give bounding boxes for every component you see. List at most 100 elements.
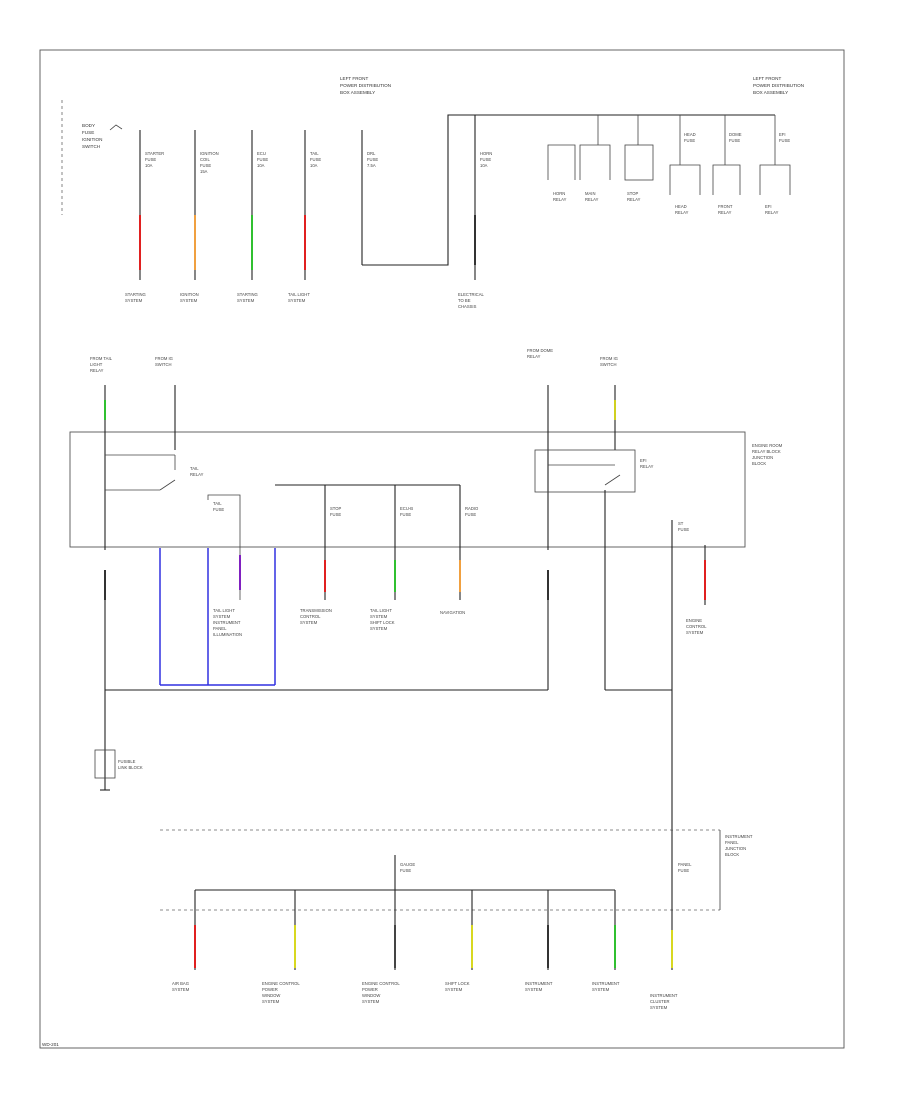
svg-text:SYSTEM: SYSTEM (370, 626, 388, 631)
svg-text:EFI: EFI (779, 132, 786, 137)
svg-text:LEFT FRONT: LEFT FRONT (753, 76, 781, 81)
svg-text:SYSTEM: SYSTEM (362, 999, 380, 1004)
svg-text:WINDOW: WINDOW (362, 993, 380, 998)
svg-text:FROM IG: FROM IG (155, 356, 173, 361)
svg-text:RELAY: RELAY (718, 210, 732, 215)
svg-text:ILLUMINATION: ILLUMINATION (213, 632, 242, 637)
svg-text:PANEL: PANEL (213, 626, 227, 631)
svg-text:FUSE: FUSE (200, 163, 211, 168)
svg-text:LINK BLOCK: LINK BLOCK (118, 765, 143, 770)
svg-text:TAIL: TAIL (310, 151, 319, 156)
svg-text:ST: ST (678, 521, 684, 526)
svg-text:RELAY: RELAY (90, 368, 104, 373)
svg-text:FROM DOME: FROM DOME (527, 348, 553, 353)
svg-text:CONTROL: CONTROL (686, 624, 707, 629)
svg-text:TAIL: TAIL (190, 466, 199, 471)
right-module-label: LEFT FRONT POWER DISTRIBUTION BOX ASSEMB… (753, 76, 804, 95)
svg-text:INSTRUMENT: INSTRUMENT (525, 981, 553, 986)
mid-wire-colors (104, 555, 706, 600)
svg-text:RELAY: RELAY (553, 197, 567, 202)
svg-text:FUSE: FUSE (729, 138, 740, 143)
svg-text:FRONT: FRONT (718, 204, 733, 209)
svg-text:FUSE: FUSE (684, 138, 695, 143)
svg-text:POWER DISTRIBUTION: POWER DISTRIBUTION (340, 83, 391, 88)
footer-code: WD-201 (42, 1042, 59, 1047)
svg-text:ENGINE: ENGINE (686, 618, 702, 623)
svg-text:COIL: COIL (200, 157, 210, 162)
svg-text:DOME: DOME (729, 132, 742, 137)
svg-text:INSTRUMENT: INSTRUMENT (650, 993, 678, 998)
svg-text:FUSE: FUSE (678, 868, 689, 873)
efi-relay: EFI RELAY (534, 449, 654, 493)
svg-text:FUSE: FUSE (400, 512, 411, 517)
svg-text:10A: 10A (257, 163, 265, 168)
engine-room-junction-box (69, 431, 746, 548)
svg-text:LEFT FRONT: LEFT FRONT (340, 76, 368, 81)
svg-text:IGNITION: IGNITION (200, 151, 219, 156)
svg-text:STARTING: STARTING (237, 292, 258, 297)
center-module-label: LEFT FRONT POWER DISTRIBUTION BOX ASSEMB… (340, 76, 391, 95)
svg-text:CHASSIS: CHASSIS (458, 304, 477, 309)
svg-text:SWITCH: SWITCH (600, 362, 617, 367)
mid-source-labels: FROM TAIL LIGHT RELAY FROM IG SWITCH FRO… (90, 348, 618, 373)
svg-text:HORN: HORN (480, 151, 492, 156)
svg-text:RELAY: RELAY (585, 197, 599, 202)
top-wire-colors (139, 215, 476, 270)
svg-text:ENGINE CONTROL: ENGINE CONTROL (362, 981, 400, 986)
svg-text:RELAY: RELAY (527, 354, 541, 359)
svg-text:JUNCTION: JUNCTION (752, 455, 773, 460)
bottom-destination-labels: AIR BAG SYSTEM ENGINE CONTROL POWER WIND… (172, 981, 678, 1010)
svg-text:WINDOW: WINDOW (262, 993, 280, 998)
svg-text:INSTRUMENT: INSTRUMENT (725, 834, 753, 839)
svg-text:FUSE: FUSE (367, 157, 378, 162)
svg-text:10A: 10A (310, 163, 318, 168)
svg-text:7.5A: 7.5A (367, 163, 376, 168)
svg-text:FUSE: FUSE (310, 157, 321, 162)
svg-text:ENGINE ROOM: ENGINE ROOM (752, 443, 783, 448)
svg-text:HORN: HORN (553, 191, 565, 196)
svg-text:SWITCH: SWITCH (155, 362, 172, 367)
svg-text:BLOCK: BLOCK (725, 852, 739, 857)
svg-text:SYSTEM: SYSTEM (686, 630, 704, 635)
svg-text:MAIN: MAIN (585, 191, 595, 196)
top-fuse-labels: STARTER FUSE 10A IGNITION COIL FUSE 15A … (145, 151, 492, 174)
blue-highlight-loop (159, 548, 276, 686)
svg-text:TAIL LIGHT: TAIL LIGHT (288, 292, 310, 297)
tail-relay: TAIL RELAY (105, 454, 204, 491)
right-box-label: ENGINE ROOM RELAY BLOCK JUNCTION BLOCK (752, 443, 783, 466)
svg-text:STOP: STOP (330, 506, 342, 511)
svg-text:SHIFT LOCK: SHIFT LOCK (370, 620, 395, 625)
svg-text:RADIO: RADIO (465, 506, 479, 511)
svg-text:STOP: STOP (627, 191, 639, 196)
svg-text:FUSE: FUSE (145, 157, 156, 162)
svg-text:HEAD: HEAD (684, 132, 696, 137)
svg-text:TAIL: TAIL (213, 501, 222, 506)
svg-text:SYSTEM: SYSTEM (125, 298, 143, 303)
svg-text:STARTER: STARTER (145, 151, 164, 156)
svg-text:10A: 10A (145, 163, 153, 168)
svg-text:BODY: BODY (82, 123, 95, 128)
svg-text:SYSTEM: SYSTEM (172, 987, 190, 992)
mid-fuse-labels: TAIL FUSE STOP FUSE ECU-B FUSE RADIO FUS… (213, 501, 689, 532)
svg-text:CLUSTER: CLUSTER (650, 999, 670, 1004)
ground-bus: FUSIBLE LINK BLOCK (94, 600, 672, 791)
svg-text:HEAD: HEAD (675, 204, 687, 209)
svg-text:RELAY BLOCK: RELAY BLOCK (752, 449, 781, 454)
svg-text:PANEL: PANEL (725, 840, 739, 845)
svg-text:LIGHT: LIGHT (90, 362, 103, 367)
svg-text:POWER DISTRIBUTION: POWER DISTRIBUTION (753, 83, 804, 88)
svg-text:BOX ASSEMBLY: BOX ASSEMBLY (340, 90, 375, 95)
svg-text:FUSE: FUSE (330, 512, 341, 517)
svg-text:INSTRUMENT: INSTRUMENT (592, 981, 620, 986)
svg-text:EFI: EFI (765, 204, 772, 209)
svg-text:FROM TAIL: FROM TAIL (90, 356, 113, 361)
svg-text:SWITCH: SWITCH (82, 144, 100, 149)
svg-text:JUNCTION: JUNCTION (725, 846, 746, 851)
svg-text:TAIL LIGHT: TAIL LIGHT (213, 608, 235, 613)
svg-text:FROM IG: FROM IG (600, 356, 618, 361)
svg-text:POWER: POWER (362, 987, 378, 992)
svg-text:BLOCK: BLOCK (752, 461, 766, 466)
svg-text:CONTROL: CONTROL (300, 614, 321, 619)
svg-text:SHIFT LOCK: SHIFT LOCK (445, 981, 470, 986)
